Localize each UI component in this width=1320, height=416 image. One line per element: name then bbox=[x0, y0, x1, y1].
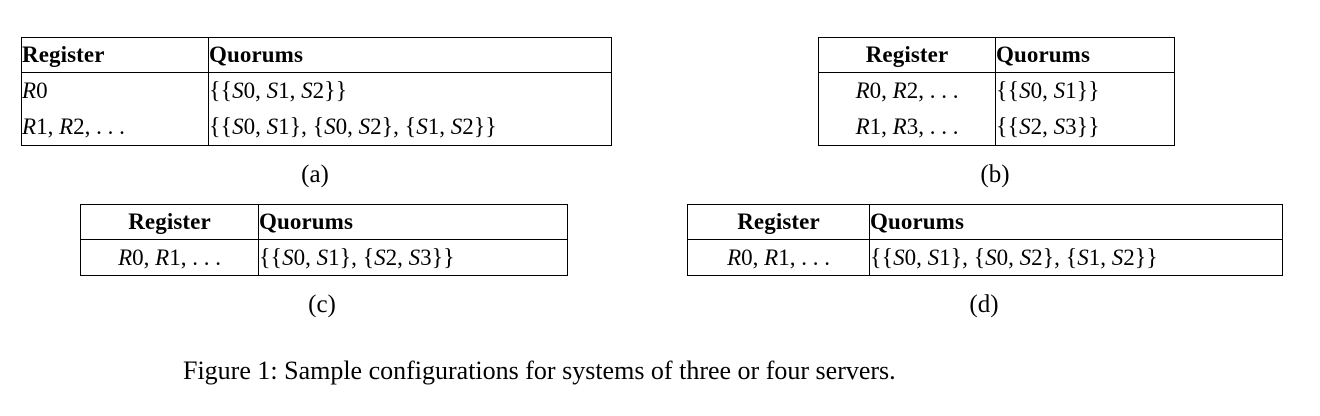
table-row: R0 {{S0, S1, S2}} bbox=[21, 72, 612, 110]
table-a-header-row: Register Quorums bbox=[21, 37, 612, 73]
config-table-c: Register Quorums R0, R1, . . . {{S0, S1}… bbox=[80, 204, 568, 276]
table-b-header-quorums: Quorums bbox=[995, 37, 1175, 73]
table-a-header-quorums: Quorums bbox=[208, 37, 612, 73]
table-row: R0, R1, . . . {{S0, S1}, {S0, S2}, {S1, … bbox=[687, 239, 1283, 276]
register-value: R0, R2, . . . bbox=[855, 78, 959, 103]
table-d-head: Register Quorums bbox=[687, 204, 1283, 240]
table-a-head: Register Quorums bbox=[21, 37, 612, 73]
table-c-head: Register Quorums bbox=[80, 204, 568, 240]
table-a-cell-quorums-1: {{S0, S1}, {S0, S2}, {S1, S2}} bbox=[209, 109, 612, 146]
table-d-header-register: Register bbox=[687, 204, 870, 240]
subfigure-label-c: (c) bbox=[308, 291, 336, 318]
table-c-cell-quorums-0: {{S0, S1}, {S2, S3}} bbox=[259, 240, 568, 276]
table-d-cell-quorums-0: {{S0, S1}, {S0, S2}, {S1, S2}} bbox=[870, 240, 1283, 276]
quorums-value: {{S0, S1}, {S0, S2}, {S1, S2}} bbox=[870, 244, 1158, 271]
column-header-label: Register bbox=[128, 209, 211, 234]
table-c-header-row: Register Quorums bbox=[80, 204, 568, 240]
config-table-a: Register Quorums R0 {{S0, S1, S2}} bbox=[21, 37, 612, 146]
column-header-label: Register bbox=[865, 42, 949, 67]
column-header-label: Register bbox=[737, 209, 820, 234]
table-a-cell-register-1: R1, R2, . . . bbox=[21, 109, 209, 146]
quorums-value: {{S0, S1}, {S0, S2}, {S1, S2}} bbox=[209, 114, 497, 140]
column-header-label: Quorums bbox=[209, 42, 303, 67]
table-row: R1, R3, . . . {{S2, S3}} bbox=[818, 109, 1175, 146]
table-b-head: Register Quorums bbox=[818, 37, 1175, 73]
subfigure-label-b: (b) bbox=[980, 161, 1010, 188]
table-a-cell-quorums-0: {{S0, S1, S2}} bbox=[209, 73, 612, 110]
table-a-header-register: Register bbox=[21, 37, 209, 73]
quorums-value: {{S0, S1}, {S2, S3}} bbox=[259, 244, 455, 271]
table-c-body: R0, R1, . . . {{S0, S1}, {S2, S3}} bbox=[80, 239, 568, 276]
table-c-cell-register-0: R0, R1, . . . bbox=[80, 239, 259, 276]
table-a-body: R0 {{S0, S1, S2}} R1, R2, . . . {{S0, S1… bbox=[21, 72, 612, 146]
table-d-cell-register-0: R0, R1, . . . bbox=[687, 239, 870, 276]
table-a-cell-register-0: R0 bbox=[21, 72, 209, 109]
register-value: R1, R3, . . . bbox=[855, 114, 959, 139]
subfigure-label-d: (d) bbox=[969, 291, 999, 318]
table-b-cell-register-0: R0, R2, . . . bbox=[818, 72, 996, 109]
column-header-label: Quorums bbox=[996, 42, 1090, 67]
table-b-cell-register-1: R1, R3, . . . bbox=[818, 109, 996, 146]
table-a: Register Quorums R0 {{S0, S1, S2}} bbox=[21, 37, 612, 146]
table-c-header-quorums: Quorums bbox=[258, 204, 568, 240]
config-table-b: Register Quorums R0, R2, . . . {{S0, S1}… bbox=[818, 37, 1175, 146]
figure-caption: Figure 1: Sample configurations for syst… bbox=[183, 356, 896, 385]
table-b-cell-quorums-1: {{S2, S3}} bbox=[996, 109, 1175, 146]
table-b-header-register: Register bbox=[818, 37, 996, 73]
column-header-label: Register bbox=[22, 42, 105, 67]
config-table-d: Register Quorums R0, R1, . . . {{S0, S1}… bbox=[687, 204, 1283, 276]
register-value: R0, R1, . . . bbox=[727, 244, 830, 270]
register-value: R0 bbox=[22, 78, 48, 103]
column-header-label: Quorums bbox=[259, 209, 353, 234]
table-d-body: R0, R1, . . . {{S0, S1}, {S0, S2}, {S1, … bbox=[687, 239, 1283, 276]
table-b: Register Quorums R0, R2, . . . {{S0, S1}… bbox=[818, 37, 1175, 146]
quorums-value: {{S0, S1, S2}} bbox=[209, 78, 348, 104]
table-row: R0, R1, . . . {{S0, S1}, {S2, S3}} bbox=[80, 239, 568, 276]
subfigure-label-a: (a) bbox=[301, 161, 329, 188]
quorums-value: {{S2, S3}} bbox=[996, 114, 1100, 140]
table-row: R0, R2, . . . {{S0, S1}} bbox=[818, 72, 1175, 110]
table-d-header-row: Register Quorums bbox=[687, 204, 1283, 240]
quorums-value: {{S0, S1}} bbox=[996, 78, 1100, 104]
register-value: R0, R1, . . . bbox=[118, 244, 221, 270]
table-b-header-row: Register Quorums bbox=[818, 37, 1175, 73]
register-value: R1, R2, . . . bbox=[22, 114, 125, 139]
table-c: Register Quorums R0, R1, . . . {{S0, S1}… bbox=[80, 204, 568, 276]
table-d-header-quorums: Quorums bbox=[869, 204, 1283, 240]
table-row: R1, R2, . . . {{S0, S1}, {S0, S2}, {S1, … bbox=[21, 109, 612, 146]
table-b-cell-quorums-0: {{S0, S1}} bbox=[996, 73, 1175, 110]
table-b-body: R0, R2, . . . {{S0, S1}} R1, R3, . . . {… bbox=[818, 72, 1175, 146]
table-c-header-register: Register bbox=[80, 204, 259, 240]
column-header-label: Quorums bbox=[870, 209, 964, 234]
table-d: Register Quorums R0, R1, . . . {{S0, S1}… bbox=[687, 204, 1283, 276]
